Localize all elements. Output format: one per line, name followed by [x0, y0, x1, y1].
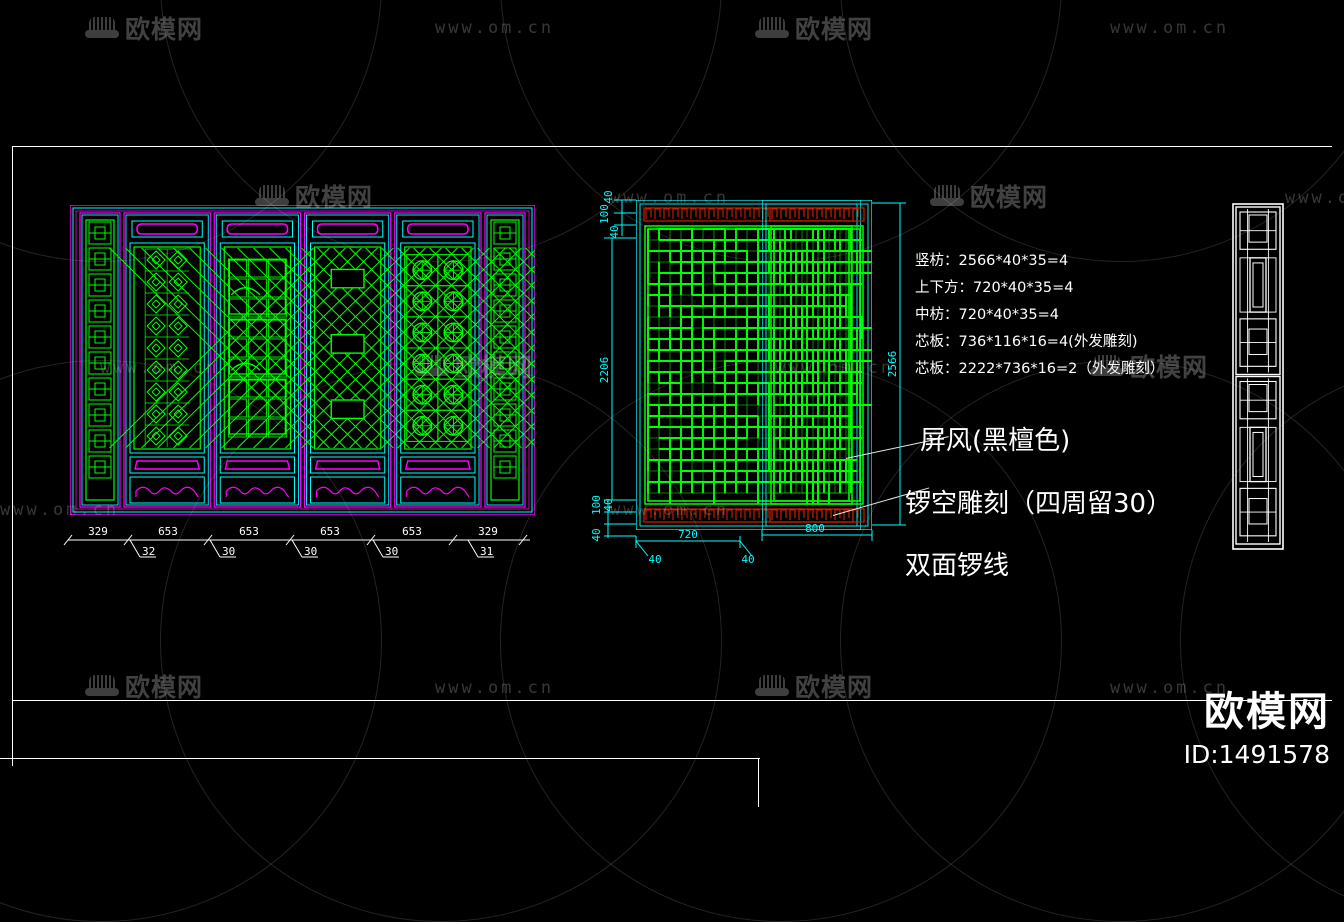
elevation-panel-p5 — [394, 212, 482, 508]
watermark-logo: 欧模网 — [755, 10, 873, 46]
elevation-panel-p1 — [79, 212, 121, 508]
svg-text:653: 653 — [320, 525, 340, 538]
watermark-url: www.om.cn — [1110, 18, 1230, 38]
svg-text:329: 329 — [88, 525, 108, 538]
svg-text:30: 30 — [385, 545, 398, 558]
svg-text:653: 653 — [402, 525, 422, 538]
svg-text:30: 30 — [304, 545, 317, 558]
spec-line-1: 竖枋：2566*40*35=4 — [915, 253, 1069, 269]
drawing-border-mid — [12, 700, 1332, 701]
svg-text:653: 653 — [158, 525, 178, 538]
watermark-url: www.om.cn — [435, 18, 555, 38]
spec-line-5: 芯板：2222*736*16=2（外发雕刻） — [915, 361, 1165, 377]
sofa-icon — [755, 17, 789, 39]
spec-line-3: 中枋：720*40*35=4 — [915, 307, 1059, 323]
annotation-3: 双面锣线 — [905, 551, 1010, 581]
titleblock-top — [0, 758, 760, 759]
annotation-1: 屏风(黑檀色) — [920, 426, 1071, 456]
annotation-2: 锣空雕刻（四周留30） — [905, 489, 1173, 519]
spec-line-4: 芯板：736*116*16=4(外发雕刻) — [915, 334, 1138, 350]
svg-text:30: 30 — [222, 545, 235, 558]
brand-name: 欧模网 — [1204, 689, 1330, 735]
detail-panel-800 — [762, 200, 872, 530]
drawing-border-left — [12, 146, 1332, 766]
svg-text:329: 329 — [478, 525, 498, 538]
white-lattice-detail — [1232, 203, 1284, 550]
elevation-panel-p6 — [484, 212, 526, 508]
brand-id: ID:1491578 — [1183, 740, 1330, 769]
watermark-brand-text: 欧模网 — [795, 15, 874, 44]
svg-text:31: 31 — [480, 545, 493, 558]
spec-line-2: 上下方：720*40*35=4 — [915, 280, 1074, 296]
front-elevation-group — [70, 205, 535, 515]
watermark-brand-text: 欧模网 — [125, 15, 204, 44]
svg-text:653: 653 — [239, 525, 259, 538]
sofa-icon — [85, 17, 119, 39]
drawing-border-top — [12, 146, 1332, 147]
watermark-logo: 欧模网 — [85, 10, 203, 46]
svg-text:32: 32 — [142, 545, 155, 558]
brand-block: 欧模网 ID:1491578 — [1184, 692, 1330, 769]
titleblock-right — [758, 758, 759, 807]
